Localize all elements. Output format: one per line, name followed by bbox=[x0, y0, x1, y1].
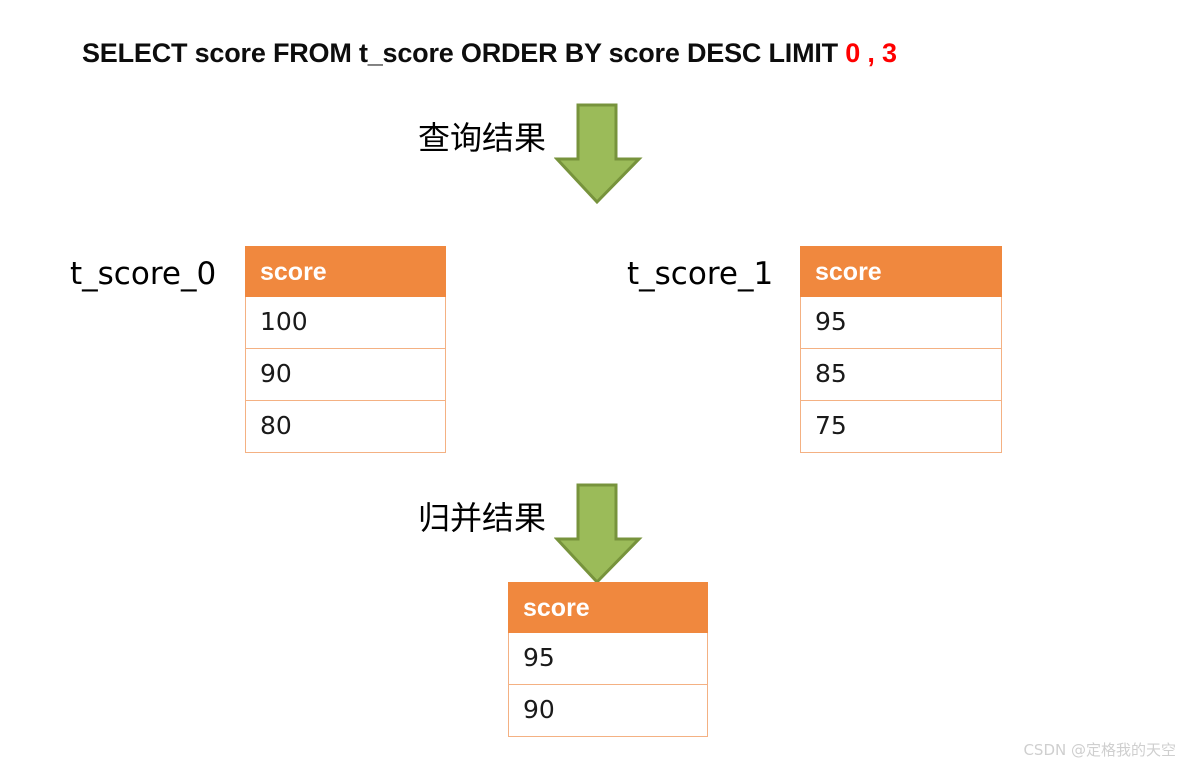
table-row: 100 bbox=[245, 297, 446, 349]
table-header-cell-score: score bbox=[800, 246, 1002, 297]
table-label-t-score-1: t_score_1 bbox=[627, 256, 774, 292]
table-row: 85 bbox=[800, 349, 1002, 401]
table-row: 80 bbox=[245, 401, 446, 453]
table-header-cell-score: score bbox=[245, 246, 446, 297]
table-merged-result: score 95 90 bbox=[508, 582, 708, 737]
table-header-cell-score: score bbox=[508, 582, 708, 633]
sql-limit-arguments: 0 , 3 bbox=[845, 38, 897, 68]
table-row: 95 bbox=[800, 297, 1002, 349]
query-result-label: 查询结果 bbox=[418, 119, 547, 157]
table-row: 90 bbox=[508, 685, 708, 737]
table-t-score-1: score 95 85 75 bbox=[800, 246, 1002, 453]
table-label-t-score-0: t_score_0 bbox=[70, 256, 217, 292]
sql-statement-text: SELECT score FROM t_score ORDER BY score… bbox=[82, 38, 846, 68]
page-title: SELECT score FROM t_score ORDER BY score… bbox=[82, 38, 897, 69]
arrow-down-icon bbox=[554, 103, 643, 205]
table-row: 90 bbox=[245, 349, 446, 401]
watermark: CSDN @定格我的天空 bbox=[1023, 741, 1176, 759]
table-row: 75 bbox=[800, 401, 1002, 453]
arrow-down-icon bbox=[554, 483, 643, 585]
table-row: 95 bbox=[508, 633, 708, 685]
table-t-score-0: score 100 90 80 bbox=[245, 246, 446, 453]
merge-result-label: 归并结果 bbox=[418, 499, 547, 537]
